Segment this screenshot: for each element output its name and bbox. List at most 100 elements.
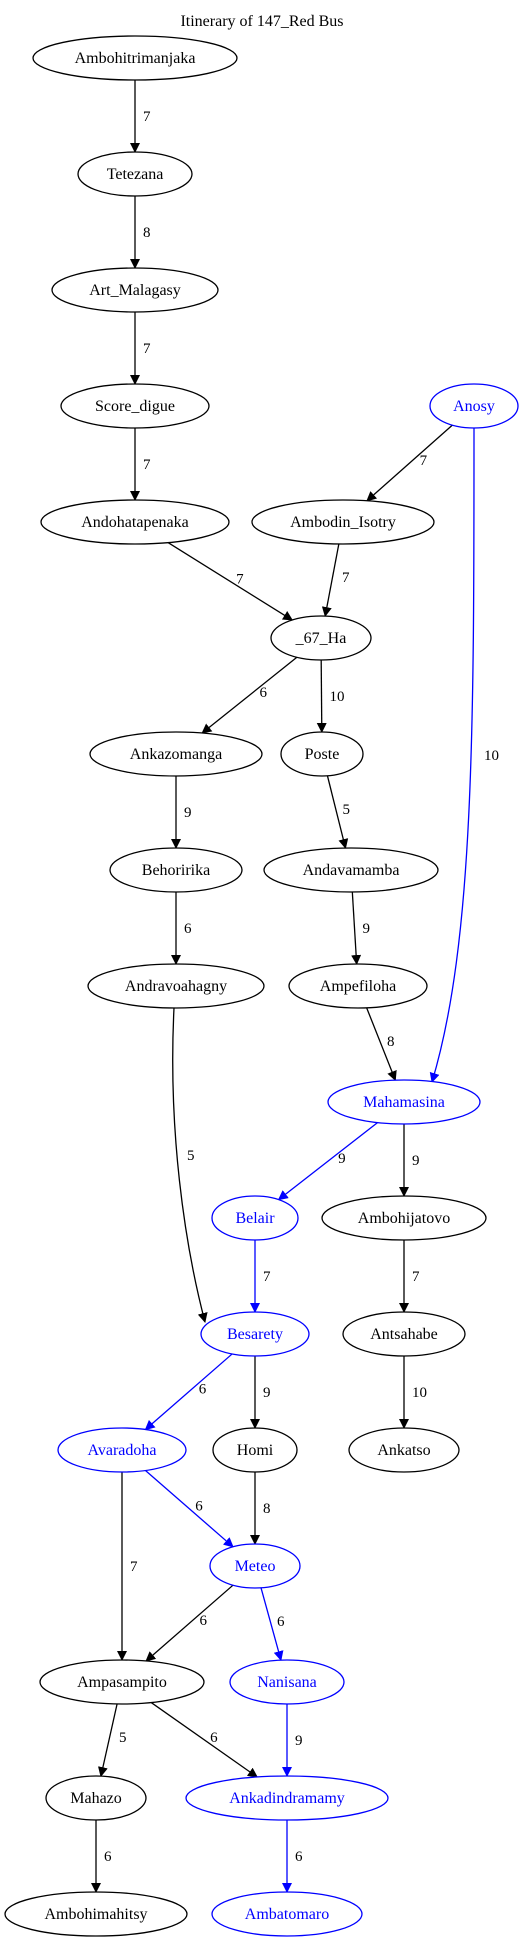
node-label: Ankatso [377, 1442, 430, 1459]
node-mahamasina: Mahamasina [327, 1079, 481, 1125]
edge-line [172, 1007, 208, 1323]
node-ankazomanga: Ankazomanga [89, 731, 263, 777]
edge-ampasampito-to-ankadindramamy: 6 [150, 1702, 258, 1778]
node-ellipse [77, 151, 193, 197]
node-ellipse [229, 1659, 345, 1705]
edge-andohatapenaka-to-67-ha: 7 [167, 542, 294, 621]
node-label: Poste [305, 746, 340, 763]
node-label: Score_digue [95, 398, 175, 415]
node-label: Ampasampito [77, 1674, 167, 1691]
edge-weight-label: 6 [260, 685, 268, 701]
edge-line [201, 656, 298, 734]
node-ellipse [200, 1311, 310, 1357]
node-label: Ambohijatovo [358, 1210, 450, 1227]
node-label: Mahamasina [363, 1094, 445, 1111]
edge-weight-label: 7 [130, 1559, 138, 1575]
edge-ankazomanga-to-behoririka: 9 [171, 776, 192, 849]
node-ellipse [212, 1427, 298, 1473]
edge-ampefiloha-to-mahamasina: 8 [366, 1007, 397, 1082]
edge-avaradoha-to-meteo: 6 [145, 1469, 234, 1548]
node-label: Avaradoha [88, 1442, 157, 1459]
node-ankadindramamy: Ankadindramamy [185, 1775, 389, 1821]
edge-anosy-to-ambodin-isotry: 7 [366, 424, 453, 502]
node-label: Ampefiloha [320, 978, 396, 995]
edge-weight-label: 5 [187, 1148, 195, 1164]
edge-anosy-to-mahamasina: 10 [429, 427, 499, 1083]
edge-meteo-to-nanisana: 6 [260, 1587, 285, 1662]
node-label: Mahazo [70, 1790, 122, 1807]
edge-line [316, 659, 327, 733]
node-art-malagasy: Art_Malagasy [51, 267, 219, 313]
node-67-ha: _67_Ha [270, 615, 372, 661]
edge-line [167, 542, 294, 621]
node-homi: Homi [212, 1427, 298, 1473]
node-poste: Poste [280, 731, 364, 777]
edge-line [150, 1702, 258, 1778]
node-ellipse [270, 615, 372, 661]
edge-weight-label: 9 [412, 1153, 420, 1169]
node-ellipse [87, 963, 265, 1009]
node-ellipse [263, 847, 439, 893]
edge-weight-label: 6 [184, 921, 192, 937]
node-ampefiloha: Ampefiloha [288, 963, 428, 1009]
node-ellipse [32, 35, 238, 81]
edge-weight-label: 7 [143, 341, 151, 357]
edge-weight-label: 7 [420, 453, 428, 469]
node-ellipse [57, 1427, 187, 1473]
edge-weight-label: 5 [342, 802, 350, 818]
edge-poste-to-andavamamba: 5 [326, 775, 350, 850]
node-label: Andavamamba [303, 862, 400, 879]
node-label: Meteo [235, 1558, 276, 1575]
node-ellipse [211, 1195, 299, 1241]
node-label: Andravoahagny [125, 978, 227, 995]
node-label: Ambodin_Isotry [290, 514, 396, 531]
edge-andravoahagny-to-besarety: 5 [172, 1007, 208, 1323]
edge-weight-label: 5 [119, 1730, 127, 1746]
edge-line [351, 891, 362, 966]
edge-weight-label: 6 [200, 1613, 208, 1629]
edge-mahamasina-to-belair: 9 [277, 1122, 378, 1201]
node-ellipse [209, 1543, 301, 1589]
edge-line [145, 1584, 234, 1662]
edge-weight-label: 6 [210, 1730, 218, 1746]
edge-weight-label: 7 [236, 571, 244, 587]
edge-line [260, 1587, 284, 1662]
node-ellipse [342, 1311, 466, 1357]
node-besarety: Besarety [200, 1311, 310, 1357]
node-behoririka: Behoririka [109, 847, 243, 893]
node-andavamamba: Andavamamba [263, 847, 439, 893]
node-ellipse [89, 731, 263, 777]
edge-weight-label: 8 [263, 1501, 271, 1517]
node-ellipse [348, 1427, 460, 1473]
node-label: Tetezana [107, 166, 164, 183]
edge-67-ha-to-ankazomanga: 6 [201, 656, 298, 734]
edge-weight-label: 9 [363, 921, 371, 937]
edge-ambohitrimanjaka-to-tetezana: 7 [130, 80, 151, 153]
edge-weight-label: 10 [484, 748, 499, 764]
node-ambatomaro: Ambatomaro [211, 1891, 363, 1937]
node-ellipse [4, 1891, 188, 1937]
node-label: Ambohitrimanjaka [75, 50, 196, 67]
edge-line [321, 543, 340, 618]
node-andohatapenaka: Andohatapenaka [40, 499, 230, 545]
edge-weight-label: 10 [330, 689, 345, 705]
node-ellipse [429, 383, 519, 429]
edge-line [366, 424, 453, 502]
node-label: Belair [235, 1210, 275, 1227]
node-ellipse [321, 1195, 487, 1241]
nodes-layer: AmbohitrimanjakaTetezanaArt_MalagasyScor… [4, 35, 519, 1937]
edge-weight-label: 6 [104, 1849, 112, 1865]
node-label: Ankazomanga [130, 746, 222, 763]
edge-weight-label: 6 [199, 1382, 207, 1398]
node-label: Ankadindramamy [229, 1790, 345, 1807]
node-label: _67_Ha [295, 630, 347, 647]
edge-line [326, 775, 349, 850]
node-label: Antsahabe [370, 1326, 438, 1343]
edge-besarety-to-homi: 9 [250, 1356, 271, 1429]
edge-ankadindramamy-to-ambatomaro: 6 [282, 1820, 303, 1893]
node-ambodin-isotry: Ambodin_Isotry [251, 499, 435, 545]
edge-ambohijatovo-to-antsahabe: 7 [399, 1240, 420, 1313]
node-label: Nanisana [257, 1674, 317, 1691]
edge-line [277, 1122, 378, 1201]
edge-weight-label: 6 [295, 1849, 303, 1865]
